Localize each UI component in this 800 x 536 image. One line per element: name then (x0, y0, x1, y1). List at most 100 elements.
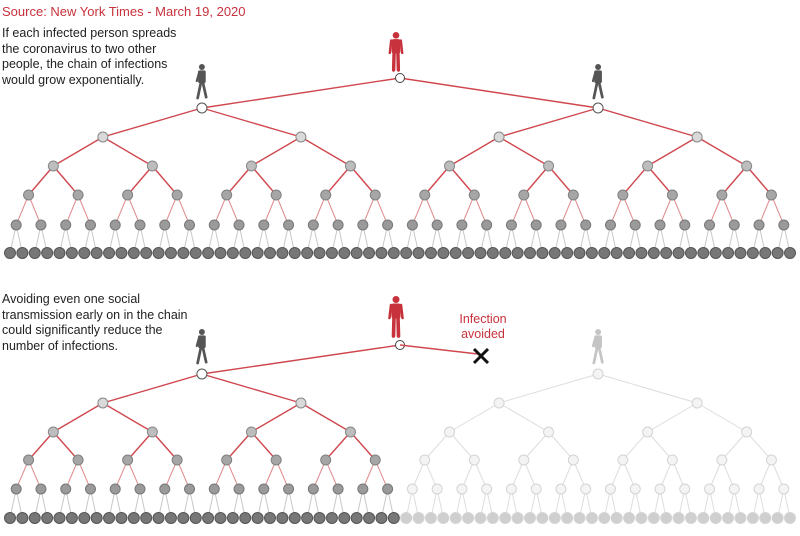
infected-node (264, 247, 276, 259)
infected-node (697, 512, 710, 524)
infected-node (184, 219, 196, 231)
infected-node (778, 219, 790, 231)
infected-node (580, 483, 592, 495)
transmission-edge (250, 431, 277, 461)
transmission-edge (647, 402, 698, 433)
infected-node (400, 247, 413, 259)
infected-node (548, 512, 561, 524)
infected-node (424, 512, 437, 524)
infected-node (486, 247, 499, 259)
infected-node (592, 102, 604, 114)
infected-node (746, 247, 759, 259)
transmission-edge (28, 165, 54, 196)
infected-node (288, 512, 301, 524)
infected-node (617, 454, 629, 466)
infected-node (424, 247, 437, 259)
infected-node (171, 454, 183, 466)
infected-node (363, 512, 376, 524)
infected-node (301, 247, 314, 259)
infected-node (555, 219, 567, 231)
transmission-edge (746, 165, 772, 196)
person-walking-icon (195, 64, 208, 100)
transmission-edge (201, 107, 302, 138)
infected-node (53, 512, 66, 524)
infected-node (283, 483, 295, 495)
infected-node (728, 483, 740, 495)
infected-node (518, 454, 530, 466)
infected-node (325, 247, 338, 259)
infected-node (221, 454, 233, 466)
infected-node (462, 247, 475, 259)
transmission-edge (548, 165, 574, 196)
infected-node (140, 247, 153, 259)
avoided-tree (4, 340, 796, 524)
infected-node (543, 160, 555, 172)
infected-node (4, 512, 16, 524)
transmission-edge (498, 402, 549, 433)
infected-node (511, 512, 524, 524)
infected-node (90, 512, 103, 524)
infected-node (16, 247, 29, 259)
person-head (198, 329, 205, 335)
infected-node (115, 512, 128, 524)
cross-stroke (472, 347, 490, 365)
infected-node (10, 483, 22, 495)
person-head (392, 296, 400, 303)
infected-node (97, 397, 109, 409)
infected-node (332, 219, 344, 231)
person-leg (592, 80, 599, 100)
infected-node (338, 247, 351, 259)
infected-node (444, 160, 456, 172)
infected-node (270, 454, 282, 466)
infected-node (350, 512, 363, 524)
infected-node (604, 219, 616, 231)
infected-node (47, 160, 59, 172)
person-torso (594, 70, 602, 84)
infected-node (363, 247, 376, 259)
infected-node (233, 483, 245, 495)
infected-node (258, 483, 270, 495)
infected-node (672, 512, 685, 524)
person-leg (196, 345, 203, 365)
person-arm (591, 335, 597, 348)
transmission-edge (300, 402, 351, 433)
person-arm (388, 303, 393, 320)
infected-node (84, 483, 96, 495)
infected-node (573, 247, 586, 259)
infected-node (177, 247, 190, 259)
infected-node (468, 189, 480, 201)
transmission-edge (102, 402, 153, 433)
infected-node (771, 512, 784, 524)
infected-node (382, 483, 394, 495)
infected-node (623, 512, 636, 524)
infected-node (716, 454, 728, 466)
transmission-edge (349, 165, 376, 196)
infected-node (387, 512, 400, 524)
infected-node (561, 512, 574, 524)
infected-node (406, 219, 418, 231)
infected-node (610, 512, 623, 524)
infected-node (202, 247, 215, 259)
infected-node (239, 247, 252, 259)
infected-node (456, 219, 468, 231)
infected-node (115, 247, 128, 259)
transmission-edge (52, 165, 79, 196)
infected-node (573, 512, 586, 524)
infected-node (771, 247, 784, 259)
infected-node (431, 483, 443, 495)
infected-node (746, 512, 759, 524)
infected-node (122, 189, 134, 201)
infected-node (140, 512, 153, 524)
infected-node (270, 189, 282, 201)
person-walking-icon (195, 329, 208, 365)
infected-node (734, 247, 747, 259)
transmission-edge (548, 431, 574, 461)
transmission-edge (696, 136, 748, 167)
infected-node (543, 426, 555, 438)
person-leg (201, 80, 208, 99)
transmission-edge (647, 136, 698, 167)
person-torso (198, 70, 206, 84)
infected-node (23, 454, 35, 466)
transmission-edge (498, 107, 599, 138)
transmission-edge (52, 431, 79, 461)
